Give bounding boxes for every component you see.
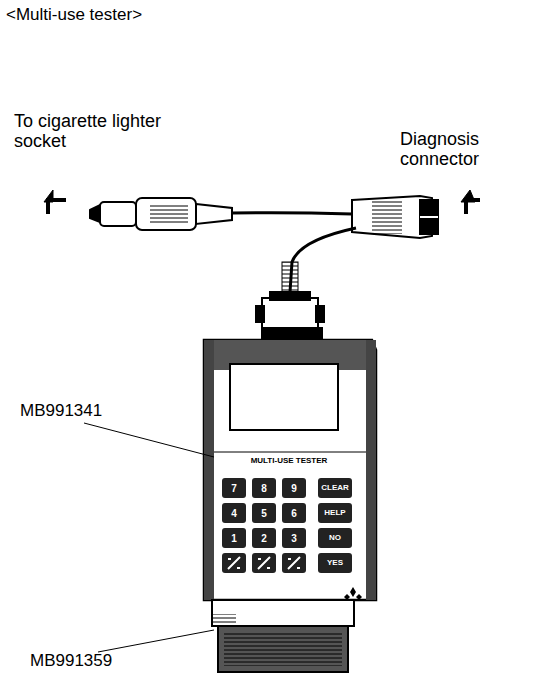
key-cap: [318, 478, 352, 498]
key-cap: [222, 478, 246, 498]
key-cap: [222, 503, 246, 523]
part-label: Diagnosis connector: [400, 130, 520, 170]
key-label: 7: [222, 483, 246, 494]
key-cap: [222, 553, 246, 573]
key-label: 3: [282, 533, 306, 544]
key-cap: [282, 528, 306, 548]
part-number: MB991359: [30, 652, 112, 671]
key-cap: [318, 503, 352, 523]
key-label: 5: [252, 508, 276, 519]
key-label: 6: [282, 508, 306, 519]
key-label: HELP: [318, 509, 352, 518]
key-cap: [282, 503, 306, 523]
part-label: To cigarette lighter socket: [14, 112, 189, 152]
key-cap: [252, 503, 276, 523]
key-label: 4: [222, 508, 246, 519]
key-label: 8: [252, 483, 276, 494]
key-label: YES: [318, 559, 352, 568]
key-label: 1: [222, 533, 246, 544]
key-cap: [252, 553, 276, 573]
key-cap: [282, 478, 306, 498]
key-symbol: [288, 557, 300, 569]
key-label: NO: [318, 534, 352, 543]
key-cap: [318, 528, 352, 548]
key-cap: [318, 553, 352, 573]
key-cap: [282, 553, 306, 573]
key-label: CLEAR: [318, 484, 352, 493]
key-symbol: [258, 557, 270, 569]
part-number: MB991341: [20, 402, 102, 421]
key-cap: [252, 528, 276, 548]
figure-title: <Multi-use tester>: [6, 6, 142, 25]
key-cap: [222, 528, 246, 548]
key-label: 2: [252, 533, 276, 544]
key-label: 9: [282, 483, 306, 494]
key-symbol: [228, 557, 240, 569]
panel-label: MULTI-USE TESTER: [214, 457, 364, 466]
key-cap: [252, 478, 276, 498]
